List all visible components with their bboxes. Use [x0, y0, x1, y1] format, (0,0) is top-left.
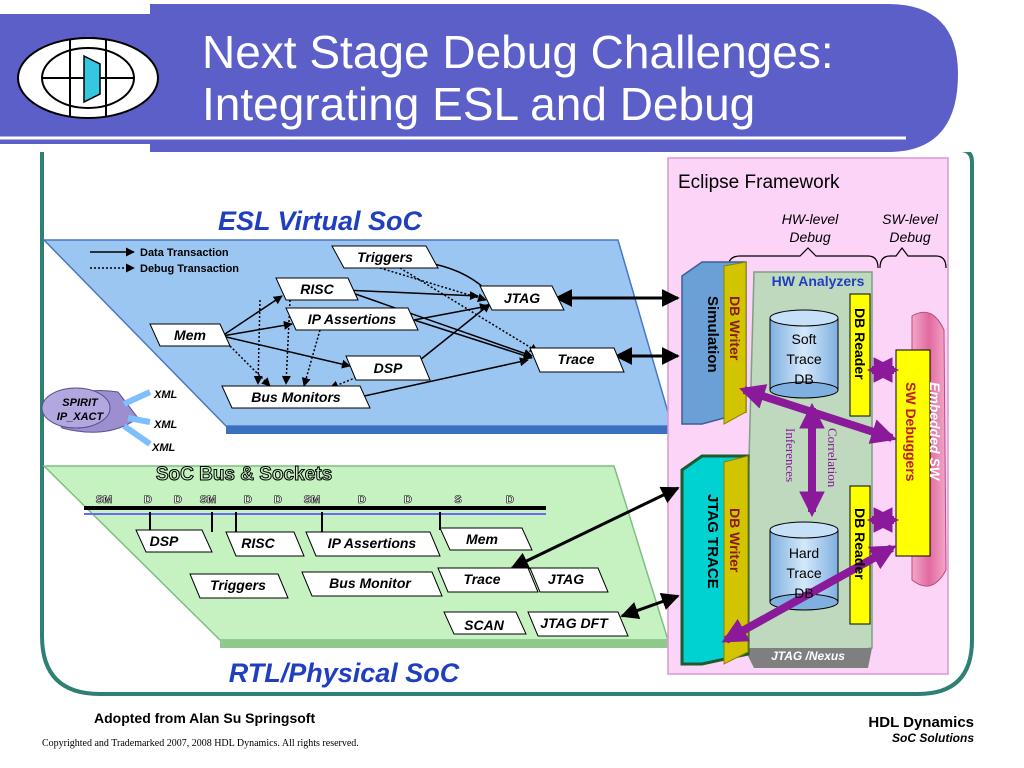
db-reader-top-label: DB Reader	[852, 308, 868, 380]
esl-block-bus-monitors: Bus Monitors	[251, 389, 341, 405]
sw-debuggers-box	[895, 349, 931, 557]
brand-tagline: SoC Solutions	[892, 731, 974, 745]
brand-block: HDL Dynamics SoC Solutions	[868, 714, 974, 745]
slide-frame	[40, 148, 974, 696]
bus-port-8: D	[358, 494, 366, 506]
rtl-block-ip-assertions: IP Assertions	[328, 535, 417, 551]
esl-block-trace: Trace	[557, 351, 594, 367]
esl-block-ip-assertions: IP Assertions	[308, 311, 397, 327]
xml-arrows	[122, 389, 152, 447]
purple-arrows	[721, 357, 900, 644]
bus-port-2: D	[144, 494, 152, 506]
rtl-block-jtag-dft: JTAG DFT	[540, 615, 609, 631]
db-reader-bottom-label: DB Reader	[852, 508, 868, 580]
adopted-note: Adopted from Alan Su Springsoft	[94, 710, 316, 726]
rtl-block-scan: SCAN	[464, 617, 505, 633]
jtag-nexus-box	[744, 648, 872, 668]
rtl-block-risc: RISC	[241, 535, 275, 551]
bus-port-11: D	[506, 494, 514, 506]
bus-port-4: SM	[200, 494, 217, 506]
brand-name: HDL Dynamics	[868, 714, 974, 731]
slide-title-line1: Next Stage Debug Challenges:	[202, 26, 834, 78]
db-writer-top-label: DB Writer	[727, 296, 743, 361]
rtl-plane-edge	[220, 640, 668, 648]
esl-plane-edge	[226, 426, 672, 434]
xml-label-2: XML	[153, 419, 178, 431]
rtl-block-mem: Mem	[466, 531, 498, 547]
sw-debuggers-label: SW Debuggers	[903, 382, 919, 482]
esl-block-triggers: Triggers	[357, 249, 413, 265]
rtl-blocks	[135, 527, 629, 637]
db-writer-bottom-label: DB Writer	[727, 508, 743, 573]
hard-db-line1: Hard	[789, 545, 819, 561]
copyright-text: Copyrighted and Trademarked 2007, 2008 H…	[42, 738, 359, 749]
soft-db-line1: Soft	[792, 331, 817, 347]
esl-block-dsp: DSP	[374, 360, 403, 376]
sw-debug-label: Debug	[889, 229, 930, 245]
esl-block-mem: Mem	[174, 327, 206, 343]
slide-title: Next Stage Debug Challenges: Integrating…	[202, 26, 834, 130]
sw-level-bracket	[879, 247, 947, 269]
simulation-label: Simulation	[704, 296, 721, 373]
black-arrows	[510, 289, 680, 620]
bus-port-9: D	[404, 494, 412, 506]
hw-analyzers-label: HW Analyzers	[772, 273, 865, 289]
xml-label-1: XML	[153, 389, 178, 401]
rtl-title: RTL/Physical SoC	[229, 658, 460, 688]
correlation-label: Correlation	[825, 428, 840, 488]
slide-title-line2: Integrating ESL and Debug	[202, 78, 756, 130]
bus-port-7: SM	[304, 494, 321, 506]
esl-title: ESL Virtual SoC	[218, 206, 423, 236]
bus-port-1: SM	[96, 494, 113, 506]
sw-level-label: SW-level	[882, 211, 939, 227]
eclipse-title: Eclipse Framework	[678, 172, 840, 193]
rtl-bus-ports: SM D D SM D D SM D D S D	[95, 494, 514, 507]
esl-block-risc: RISC	[300, 281, 334, 297]
legend-debug-transaction: Debug Transaction	[140, 263, 239, 275]
hard-db-line3: DB	[794, 585, 813, 601]
rtl-block-bus-monitor: Bus Monitor	[329, 575, 412, 591]
rtl-block-trace: Trace	[463, 571, 500, 587]
rtl-block-dsp: DSP	[150, 533, 179, 549]
inferences-label: Inferences	[783, 428, 798, 482]
hw-level-label: HW-level	[782, 211, 839, 227]
legend-data-transaction: Data Transaction	[140, 247, 229, 259]
bus-port-5: D	[244, 494, 252, 506]
rtl-bus-label: SoC Bus & Sockets	[156, 464, 332, 485]
jtag-trace-label: JTAG TRACE	[704, 494, 721, 589]
esl-blocks	[149, 245, 625, 409]
bus-port-6: D	[274, 494, 282, 506]
rtl-bus-drops	[149, 512, 441, 532]
bus-port-10: S	[454, 494, 461, 506]
soft-db-line2: Trace	[786, 351, 821, 367]
esl-block-jtag: JTAG	[504, 290, 540, 306]
xml-label-3: XML	[151, 442, 176, 454]
bus-port-3: D	[174, 494, 182, 506]
hard-db-line2: Trace	[786, 565, 821, 581]
hw-level-bracket	[727, 247, 879, 269]
embedded-sw-label: Embedded SW	[927, 382, 943, 482]
jtag-nexus-label: JTAG /Nexus	[771, 649, 845, 663]
rtl-block-triggers: Triggers	[210, 577, 266, 593]
ip-xact-label: IP_XACT	[57, 411, 105, 423]
rtl-block-jtag: JTAG	[548, 571, 584, 587]
soft-db-line3: DB	[794, 371, 813, 387]
header-banner	[150, 4, 958, 152]
hdl-logo-icon	[17, 37, 159, 119]
spirit-label: SPIRIT	[62, 397, 99, 409]
hw-debug-label: Debug	[789, 229, 830, 245]
esl-connections	[221, 263, 533, 401]
